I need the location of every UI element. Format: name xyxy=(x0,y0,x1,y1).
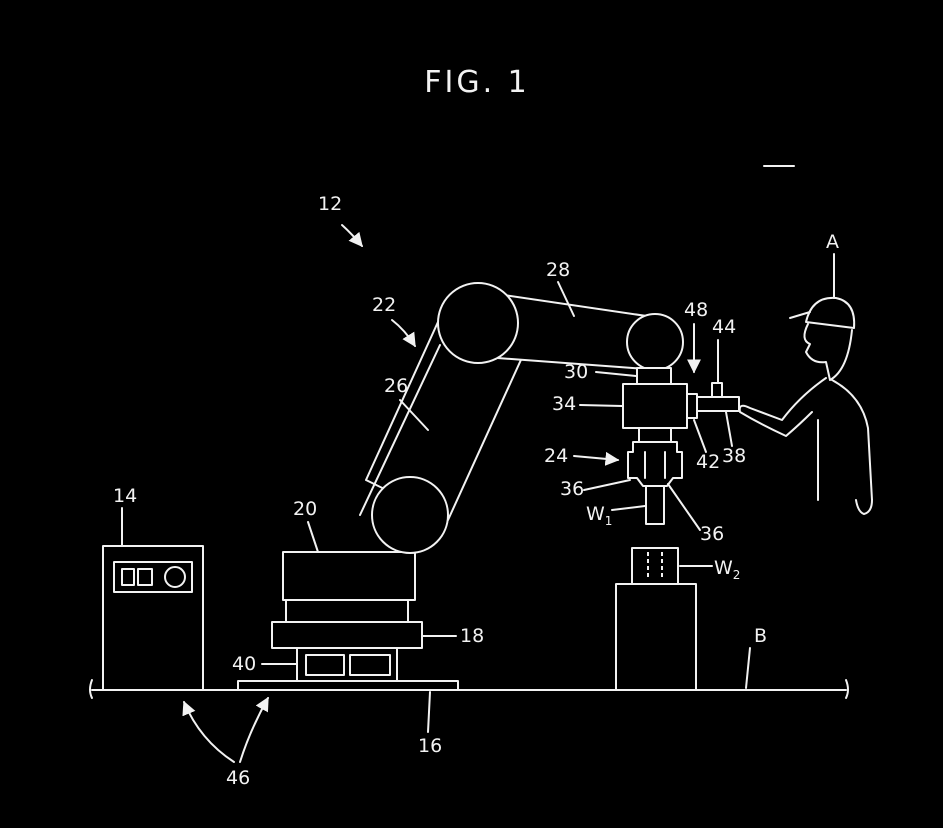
label-floor: B xyxy=(754,625,767,647)
leader-workpiece-1 xyxy=(611,505,646,511)
leader-handle xyxy=(725,411,733,447)
leader-floor-plate xyxy=(427,691,431,733)
figure-title: FIG. 1 xyxy=(424,65,530,100)
label-handle: 38 xyxy=(722,445,746,467)
arrow-arm xyxy=(391,319,416,348)
robot-turret xyxy=(282,551,416,601)
leader-turret xyxy=(307,521,319,553)
gripper-tool xyxy=(627,427,683,487)
handle-grip xyxy=(711,382,723,398)
controller-cabinet xyxy=(102,545,204,691)
label-tool: 24 xyxy=(544,445,568,467)
arrow-robot xyxy=(341,224,363,248)
leader-floor xyxy=(745,647,751,689)
label-arm: 22 xyxy=(372,294,396,316)
arrow-46-right xyxy=(239,696,269,763)
leader-wrist-block xyxy=(579,404,623,407)
label-floor-plate: 16 xyxy=(418,735,442,757)
label-lower-arm: 26 xyxy=(384,375,408,397)
leader-joint xyxy=(693,419,707,453)
label-48: 48 xyxy=(684,299,708,321)
work-stand xyxy=(615,583,697,691)
workpiece-2 xyxy=(631,547,679,585)
label-handle-grip: 44 xyxy=(712,316,736,338)
label-sensor: 40 xyxy=(232,653,256,675)
label-fingers-right: 36 xyxy=(700,523,724,545)
leader-fingers-right xyxy=(667,483,701,531)
label-base: 18 xyxy=(460,625,484,647)
handle-joint xyxy=(686,393,698,419)
label-fingers-left: 36 xyxy=(560,478,584,500)
leader-fingers-left xyxy=(583,479,631,491)
label-workpiece-2: W2 xyxy=(714,557,740,582)
robot-base xyxy=(271,599,423,649)
handle-bar xyxy=(696,396,740,412)
operator-figure xyxy=(738,296,873,515)
workpiece-1 xyxy=(645,485,665,525)
floor-line xyxy=(89,679,849,699)
wrist-flange xyxy=(636,367,672,385)
label-workpiece-1: W1 xyxy=(586,503,612,528)
label-upper-arm: 28 xyxy=(546,259,570,281)
elbow-joint xyxy=(371,476,449,554)
label-joint: 42 xyxy=(696,451,720,473)
label-controller: 14 xyxy=(113,485,137,507)
label-wrist-block: 34 xyxy=(552,393,576,415)
arrow-46-left xyxy=(182,700,235,763)
force-sensor xyxy=(296,647,398,682)
label-46: 46 xyxy=(226,767,250,789)
label-robot: 12 xyxy=(318,193,342,215)
wrist-block xyxy=(622,383,688,429)
shoulder-joint xyxy=(437,282,519,364)
leader-lower-arm xyxy=(399,399,429,431)
label-operator: A xyxy=(826,231,839,253)
label-turret: 20 xyxy=(293,498,317,520)
leader-wrist xyxy=(595,371,637,377)
arrow-tool xyxy=(573,451,620,466)
floor-plate xyxy=(237,680,459,691)
workpiece-2-hole xyxy=(647,552,663,578)
label-wrist: 30 xyxy=(564,361,588,383)
wrist-joint xyxy=(626,313,684,371)
leader-upper-arm xyxy=(557,281,575,317)
